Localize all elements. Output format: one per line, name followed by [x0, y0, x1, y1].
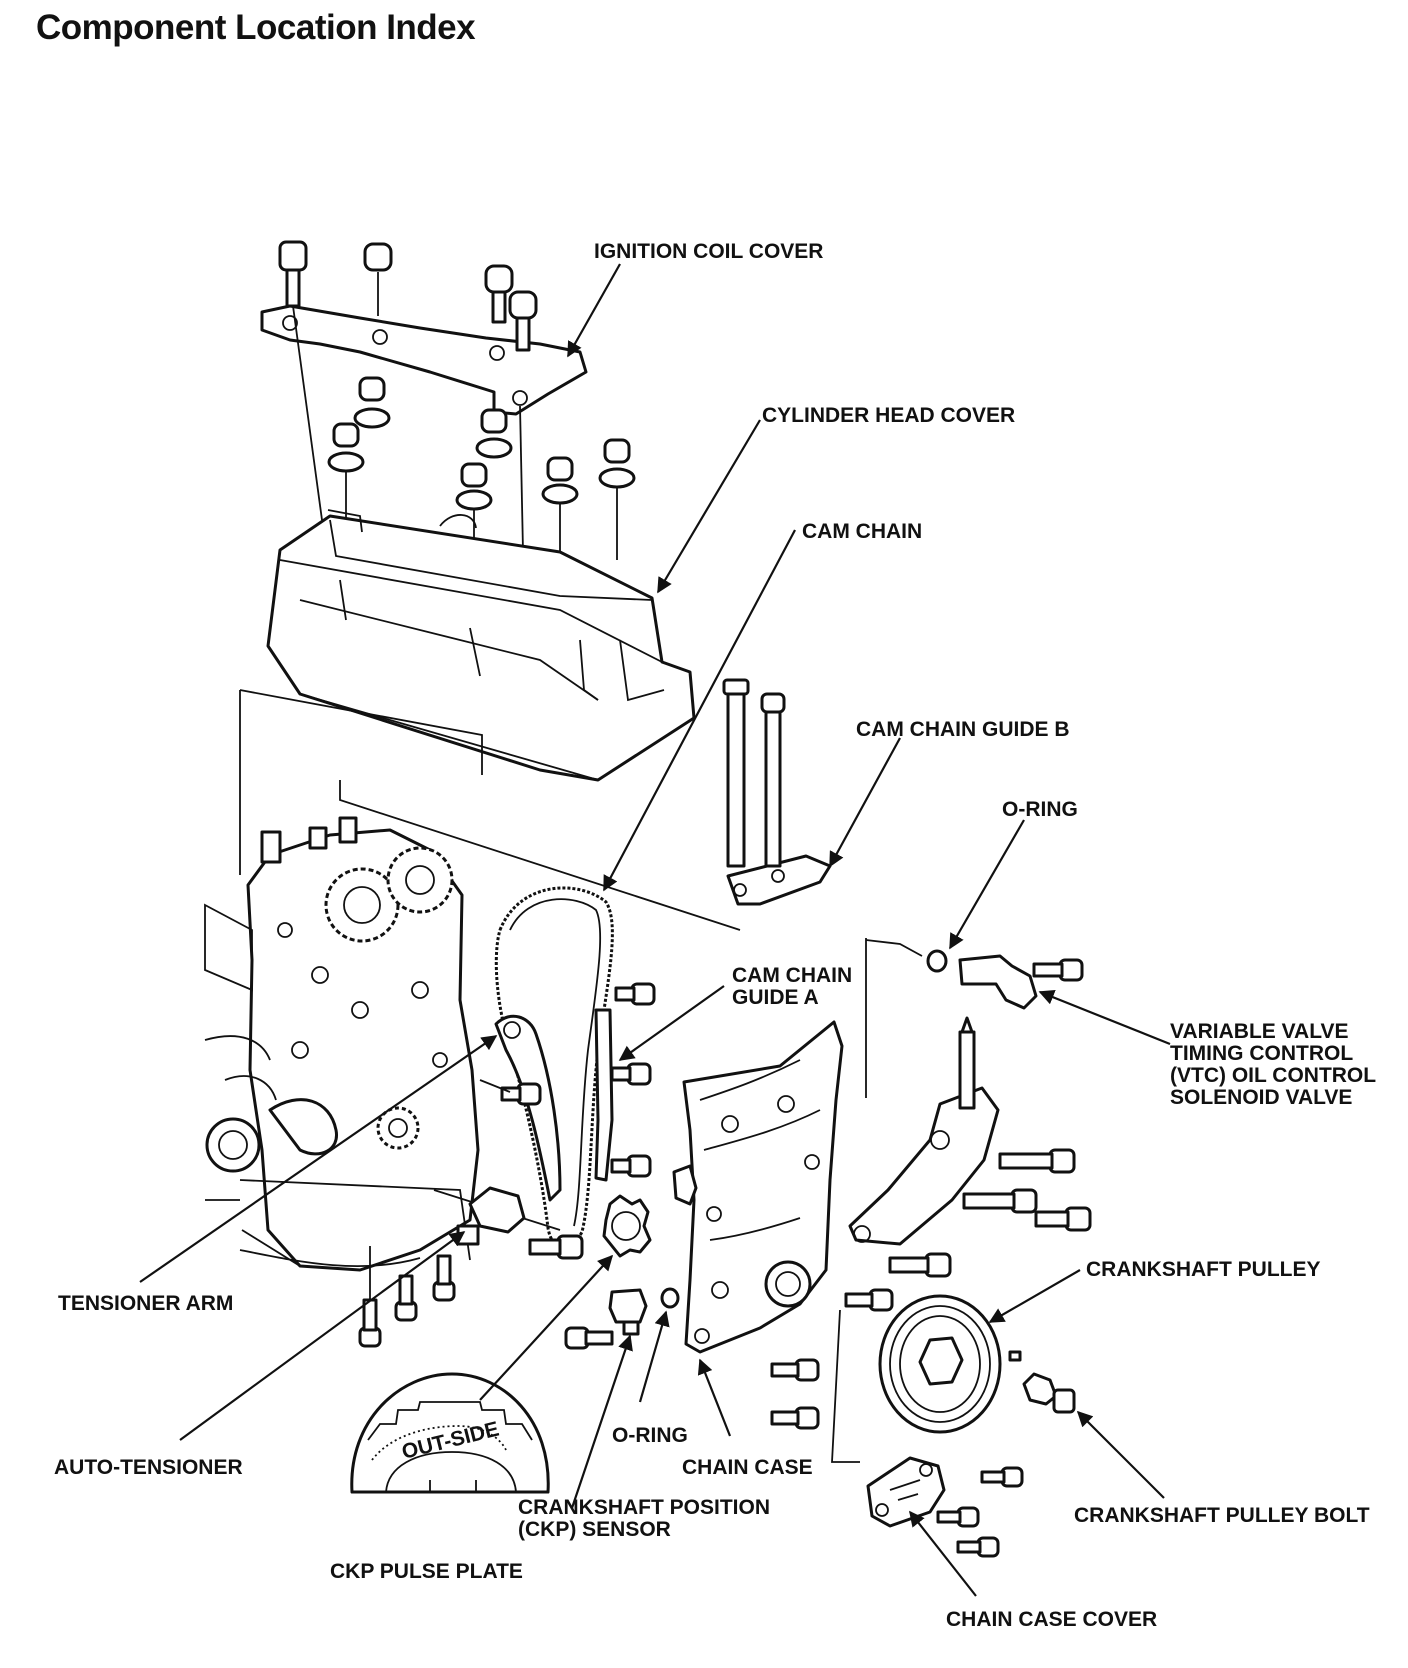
bolt-2 [363, 242, 393, 316]
label-o-ring-top: O-RING [1002, 798, 1078, 821]
cam-chain-guide-a [594, 1008, 614, 1182]
label-ckp-pulse-plate: CKP PULSE PLATE [330, 1560, 523, 1583]
label-cam-chain-guide-a-line1: CAM CHAIN [732, 964, 852, 987]
label-cam-chain-guide-a-line2: GUIDE A [732, 986, 819, 1009]
label-crankshaft-pulley: CRANKSHAFT PULLEY [1086, 1258, 1321, 1281]
label-o-ring-bottom: O-RING [612, 1424, 688, 1447]
bolt-4 [508, 290, 538, 352]
label-cylinder-head-cover: CYLINDER HEAD COVER [762, 404, 1015, 427]
ignition-coil-cover [260, 304, 588, 416]
callout-leaders [139, 263, 1171, 1597]
label-vtc-line4: SOLENOID VALVE [1170, 1086, 1352, 1109]
label-tensioner-arm: TENSIONER ARM [58, 1292, 233, 1315]
label-vtc-line1: VARIABLE VALVE [1170, 1020, 1349, 1043]
engine-block [204, 816, 480, 1272]
label-crankshaft-pulley-bolt: CRANKSHAFT PULLEY BOLT [1074, 1504, 1370, 1527]
coil-cover-bolts [278, 240, 538, 352]
label-vtc-line2: TIMING CONTROL [1170, 1042, 1353, 1065]
vtc-solenoid-valve [865, 939, 1084, 1010]
crankshaft-pulley [878, 1294, 1022, 1434]
ckp-sensor [564, 1287, 680, 1350]
label-vtc-line3: (VTC) OIL CONTROL [1170, 1064, 1376, 1087]
label-ignition-coil-cover: IGNITION COIL COVER [594, 240, 823, 263]
label-cam-chain-guide-b: CAM CHAIN GUIDE B [856, 718, 1070, 741]
auto-tensioner [358, 1186, 526, 1348]
callout-labels: IGNITION COIL COVER CYLINDER HEAD COVER … [54, 240, 1376, 1631]
label-ckp-sensor-line1: CRANKSHAFT POSITION [518, 1496, 770, 1519]
page-title: Component Location Index [36, 8, 476, 47]
engine-mount-bracket [848, 1016, 1092, 1278]
label-auto-tensioner: AUTO-TENSIONER [54, 1456, 243, 1479]
chain-case-bolts [770, 1288, 894, 1430]
chain-case [672, 938, 867, 1463]
cam-chain-guide-b [722, 678, 832, 906]
cylinder-head-cover [266, 509, 696, 782]
chain-case-cover [866, 1456, 1024, 1558]
head-cover-nuts [292, 305, 636, 601]
bolt-1 [278, 240, 308, 308]
ckp-pulse-plate [602, 1194, 652, 1258]
crankshaft-pulley-bolt [1022, 1372, 1076, 1414]
bolt-3 [484, 264, 514, 324]
label-chain-case: CHAIN CASE [682, 1456, 813, 1479]
label-cam-chain: CAM CHAIN [802, 520, 922, 543]
label-chain-case-cover: CHAIN CASE COVER [946, 1608, 1157, 1631]
ckp-pulse-plate-detail: OUT-SIDE [350, 1372, 550, 1494]
label-ckp-sensor-line2: (CKP) SENSOR [518, 1518, 671, 1541]
cam-chain [494, 886, 614, 1249]
